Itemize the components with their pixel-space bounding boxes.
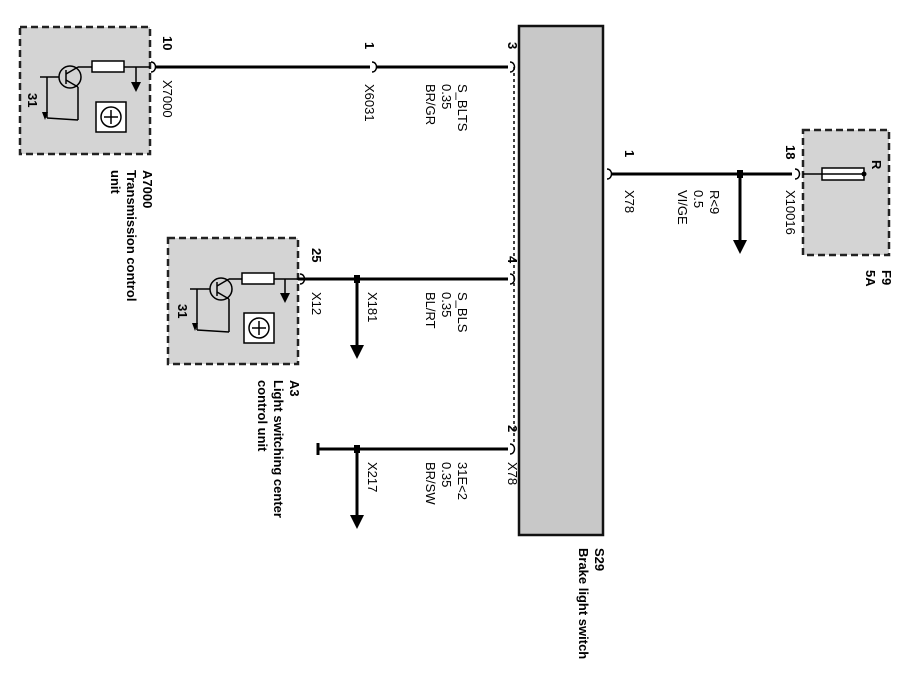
x181-splice: X181 (365, 292, 380, 322)
resistor-icon (91, 60, 150, 73)
ground-arrow-icon (280, 279, 290, 303)
w4-color: VI/GE (675, 190, 690, 225)
w3-connector: X78 (505, 462, 520, 485)
f9-rating: 5A (863, 270, 878, 287)
wire-r9 (606, 168, 801, 254)
w2-size: 0.35 (439, 292, 454, 317)
light-switching-center-unit: 31 (166, 236, 300, 366)
w2-color: BL/RT (423, 292, 438, 329)
ground-marker-icon (42, 112, 48, 120)
a3-ground-label: 31 (175, 304, 190, 318)
x6031-pin: 1 (362, 42, 377, 49)
s29-pin3: 3 (505, 42, 520, 49)
a3-pin: 25 (309, 248, 324, 262)
wire-s-bls (298, 273, 516, 359)
processor-symbol-icon (95, 101, 127, 133)
x6031-connector: X6031 (362, 84, 377, 122)
f9-connector: X10016 (783, 190, 798, 235)
a3-name-line1: Light switching center (271, 380, 286, 518)
w2-signal: S_BLS (455, 292, 470, 333)
fuse-f9 (801, 128, 891, 257)
s29-name: Brake light switch (576, 548, 591, 659)
w3-signal: 31E<2 (455, 462, 470, 500)
transmission-control-unit: 31 (18, 25, 152, 156)
w4-size: 0.5 (691, 190, 706, 208)
w1-size: 0.35 (439, 84, 454, 109)
arrow-down-icon (733, 240, 747, 254)
s29-pin4: 4 (505, 256, 520, 264)
s29-id: S29 (592, 548, 607, 571)
w3-size: 0.35 (439, 462, 454, 487)
w4-signal: R<9 (707, 190, 722, 214)
x217-splice: X217 (365, 462, 380, 492)
brake-light-switch-box (517, 24, 605, 537)
a3-connector: X12 (309, 292, 324, 315)
arrow-down-icon (350, 515, 364, 529)
a7000-name-line1: Transmission control (124, 170, 139, 301)
w4-connector: X78 (622, 190, 637, 213)
s29-pin2: 2 (505, 425, 520, 432)
a7000-id: A7000 (140, 170, 155, 208)
f9-pin: 18 (783, 145, 798, 159)
w1-signal: S_BLTS (455, 84, 470, 132)
wire-31e (316, 443, 516, 529)
ground-arrow-icon (131, 67, 141, 92)
wire-s-blts (150, 61, 516, 73)
a7000-name-line2: unit (108, 170, 123, 194)
transistor-icon (40, 65, 92, 121)
f9-box (801, 128, 891, 257)
w1-color: BR/GR (423, 84, 438, 125)
a3-id: A3 (287, 380, 302, 397)
processor-symbol-icon (243, 312, 275, 344)
s29-pin1: 1 (622, 150, 637, 157)
a3-box (166, 236, 300, 366)
ground-marker-icon (192, 323, 198, 331)
a7000-ground-label: 31 (25, 93, 40, 107)
a7000-box (18, 25, 152, 156)
a7000-pin: 10 (160, 36, 175, 50)
f9-id: F9 (879, 270, 894, 285)
arrow-down-icon (350, 345, 364, 359)
resistor-icon (241, 272, 298, 285)
w3-color: BR/SW (423, 462, 438, 505)
a7000-connector: X7000 (160, 80, 175, 118)
a3-name-line2: control unit (255, 380, 270, 452)
f9-fuse-label: R (869, 160, 884, 170)
